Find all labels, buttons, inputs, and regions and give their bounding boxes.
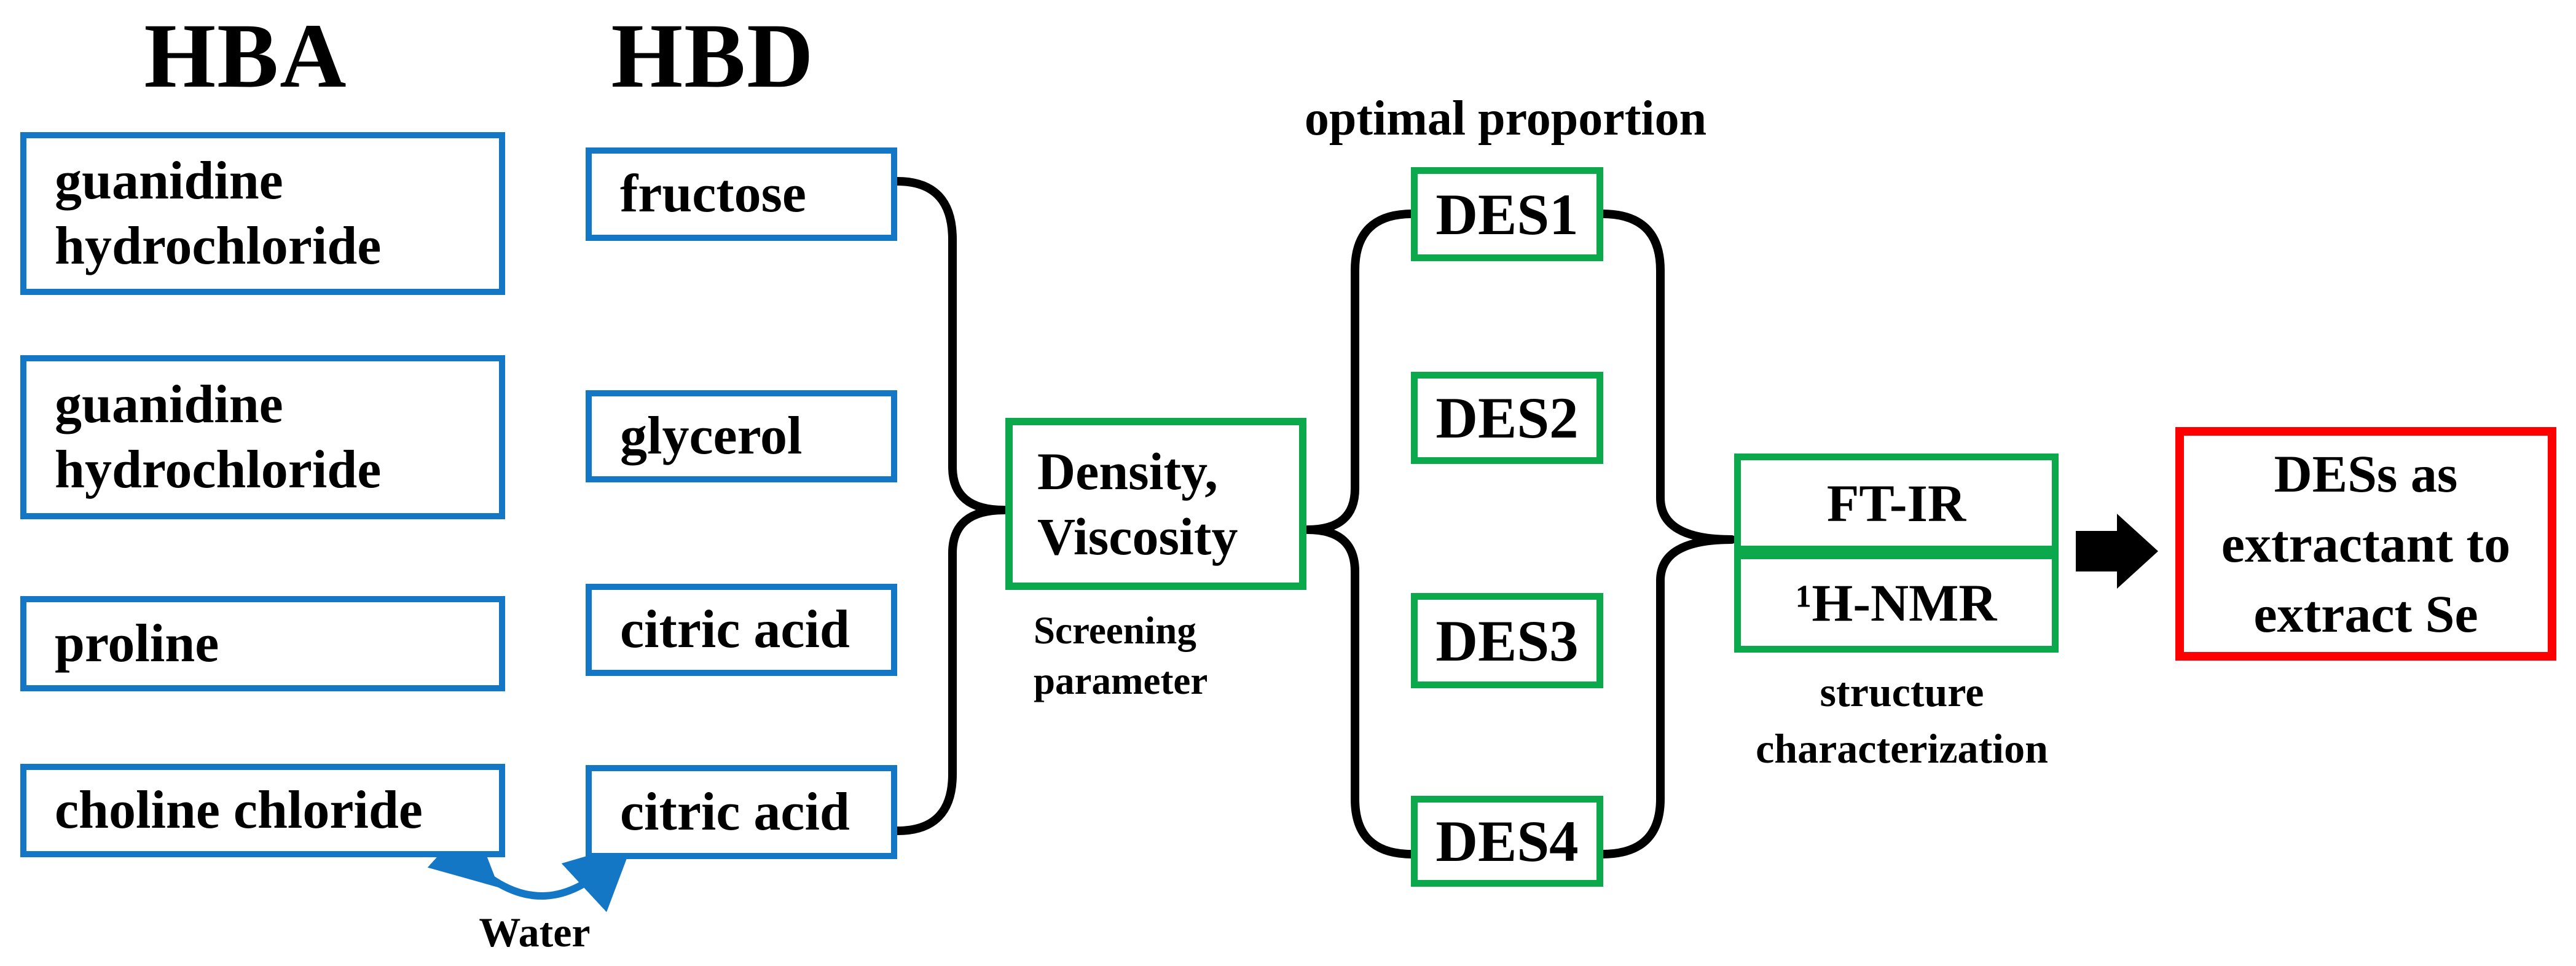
hbd-box-citric-acid-2: citric acid: [586, 765, 897, 859]
hbd-box-glycerol: glycerol: [586, 390, 897, 482]
hbd-box-label: citric acid: [620, 600, 850, 659]
result-label: DESs as extractant to extract Se: [2221, 444, 2511, 643]
ftir-label: FT-IR: [1826, 473, 1966, 533]
brace-hbd-to-screening-icon: [893, 177, 1008, 835]
hbd-column-title: HBD: [611, 5, 815, 107]
hba-box-choline-chloride: choline chloride: [20, 764, 505, 857]
des2-box: DES2: [1411, 372, 1603, 464]
des4-box: DES4: [1411, 796, 1603, 887]
des-box-label: DES1: [1435, 181, 1579, 247]
hnmr-label: ¹H-NMR: [1796, 573, 1997, 632]
hba-box-label: choline chloride: [55, 780, 423, 840]
flow-arrow-icon: [2076, 514, 2158, 589]
screening-caption: Screening parameter: [1034, 609, 1208, 702]
hba-box-proline: proline: [20, 596, 505, 691]
des-box-label: DES2: [1435, 385, 1579, 450]
des-box-label: DES3: [1435, 608, 1579, 673]
hnmr-box: ¹H-NMR: [1734, 552, 2059, 653]
hbd-box-citric-acid-1: citric acid: [586, 584, 897, 676]
screening-parameter-box: Density, Viscosity: [1005, 418, 1306, 590]
hba-box-label: guanidine hydrochloride: [55, 374, 382, 500]
hbd-box-fructose: fructose: [586, 147, 897, 241]
water-label: Water: [479, 909, 591, 956]
screening-box-label: Density, Viscosity: [1037, 442, 1238, 566]
des-box-label: DES4: [1435, 809, 1579, 874]
hba-column-title: HBA: [144, 5, 348, 107]
structure-characterization-caption: structure characterization: [1756, 669, 2048, 772]
ftir-box: FT-IR: [1734, 454, 2059, 552]
optimal-proportion-title: optimal proportion: [1304, 92, 1707, 146]
hba-box-label: guanidine hydrochloride: [55, 151, 382, 276]
hbd-box-label: fructose: [620, 164, 806, 224]
hbd-box-label: glycerol: [620, 406, 803, 466]
result-box: DESs as extractant to extract Se: [2175, 427, 2556, 661]
des3-box: DES3: [1411, 593, 1603, 688]
brace-des-to-methods-icon: [1598, 210, 1736, 858]
des1-box: DES1: [1411, 167, 1603, 261]
hba-box-guanidine-hydrochloride-2: guanidine hydrochloride: [20, 355, 505, 519]
water-exchange-arrow-icon: [427, 818, 633, 913]
hba-box-guanidine-hydrochloride-1: guanidine hydrochloride: [20, 132, 505, 295]
brace-screening-to-des-icon: [1303, 210, 1416, 858]
hbd-box-label: citric acid: [620, 782, 850, 842]
hba-box-label: proline: [55, 613, 219, 673]
